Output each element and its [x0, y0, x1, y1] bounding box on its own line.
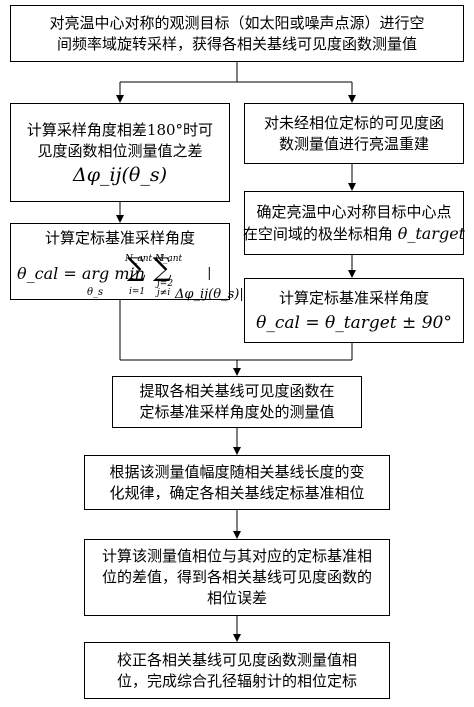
step-phase-error-line-2: 位的差值，得到各相关基线可见度函数的 [101, 568, 372, 586]
argmin-formula: θ_cal = arg min θ_s N_ant−1 ∑ i=1 N_ant … [15, 249, 244, 302]
step-extract-measurements-line-2: 定标基准采样角度处的测量值 [139, 403, 335, 421]
step-reference-phase-line-2: 化规律，确定各相关基线定标基准相位 [109, 483, 365, 502]
argmin-rhs: |Δφ_ij(θ_s)| [175, 266, 244, 302]
sum1-upper: N_ant−1 [125, 254, 166, 264]
step-phase-error-line-3: 相位误差 [206, 589, 267, 607]
sum2-symbol: ∑ [153, 253, 172, 283]
phase-difference-formula: Δφ_ij(θ_s) [72, 163, 167, 186]
step-phase-correction: 校正各相关基线可见度函数测量值相 位，完成综合孔径辐射计的相位定标 [84, 642, 390, 699]
step-calibration-angle-offset-title: 计算定标基准采样角度 [278, 288, 429, 307]
step-target-polar-angle-line-2: 在空间域的极坐标相角 θ_target [243, 223, 465, 245]
step-target-polar-angle-line-2-text: 在空间域的极坐标相角 [242, 224, 393, 243]
step-brightness-reconstruction-line-2: 数测量值进行亮温重建 [278, 134, 429, 153]
step-phase-error-line-1: 计算该测量值相位与其对应的定标基准相 [101, 547, 372, 565]
step-calibration-angle-argmin: 计算定标基准采样角度 θ_cal = arg min θ_s N_ant−1 ∑… [10, 223, 244, 302]
sum2-lower: j=2 [157, 279, 174, 289]
step-calibration-angle-argmin-title: 计算定标基准采样角度 [44, 229, 195, 247]
step-brightness-reconstruction-line-1: 对未经相位定标的可见度函 [263, 113, 444, 132]
sum2-upper: N_ant [155, 254, 183, 264]
step-calibration-angle-offset: 计算定标基准采样角度 θ_cal = θ_target ± 90° [244, 278, 464, 343]
step-target-polar-angle-line-1: 确定亮温中心对称目标中心点 [256, 202, 452, 221]
step-reference-phase-line-1: 根据该测量值幅度随相关基线长度的变 [109, 462, 365, 481]
step-sampling: 对亮温中心对称的观测目标（如太阳或噪声点源）进行空 间频率域旋转采样，获得各相关… [10, 5, 464, 62]
step-phase-difference-line-1: 计算采样角度相差180°时可 [26, 120, 214, 139]
step-sampling-line-2: 间频率域旋转采样，获得各相关基线可见度函数测量值 [56, 34, 417, 53]
step-reference-phase: 根据该测量值幅度随相关基线长度的变 化规律，确定各相关基线定标基准相位 [84, 455, 390, 510]
step-extract-measurements: 提取各相关基线可见度函数在 定标基准采样角度处的测量值 [112, 376, 362, 428]
sum2-lower-2: j≠i [157, 288, 171, 298]
step-sampling-line-1: 对亮温中心对称的观测目标（如太阳或噪声点源）进行空 [49, 13, 425, 32]
sum1-lower: i=1 [129, 287, 146, 297]
argmin-lhs: θ_cal = arg min [17, 264, 145, 283]
target-angle-symbol: θ_target [397, 223, 466, 243]
step-phase-error: 计算该测量值相位与其对应的定标基准相 位的差值，得到各相关基线可见度函数的 相位… [84, 539, 390, 616]
step-phase-difference: 计算采样角度相差180°时可 见度函数相位测量值之差 Δφ_ij(θ_s) [10, 103, 230, 202]
argmin-under: θ_s [87, 287, 104, 298]
step-brightness-reconstruction: 对未经相位定标的可见度函 数测量值进行亮温重建 [244, 103, 464, 164]
step-phase-difference-line-2: 见度函数相位测量值之差 [37, 141, 203, 160]
step-phase-correction-line-2: 位，完成综合孔径辐射计的相位定标 [116, 671, 357, 690]
calibration-angle-offset-formula: θ_cal = θ_target ± 90° [256, 312, 452, 333]
step-target-polar-angle: 确定亮温中心对称目标中心点 在空间域的极坐标相角 θ_target [243, 191, 465, 255]
step-extract-measurements-line-1: 提取各相关基线可见度函数在 [139, 382, 335, 400]
step-phase-correction-line-1: 校正各相关基线可见度函数测量值相 [116, 650, 357, 669]
sum1-symbol: ∑ [127, 253, 146, 283]
